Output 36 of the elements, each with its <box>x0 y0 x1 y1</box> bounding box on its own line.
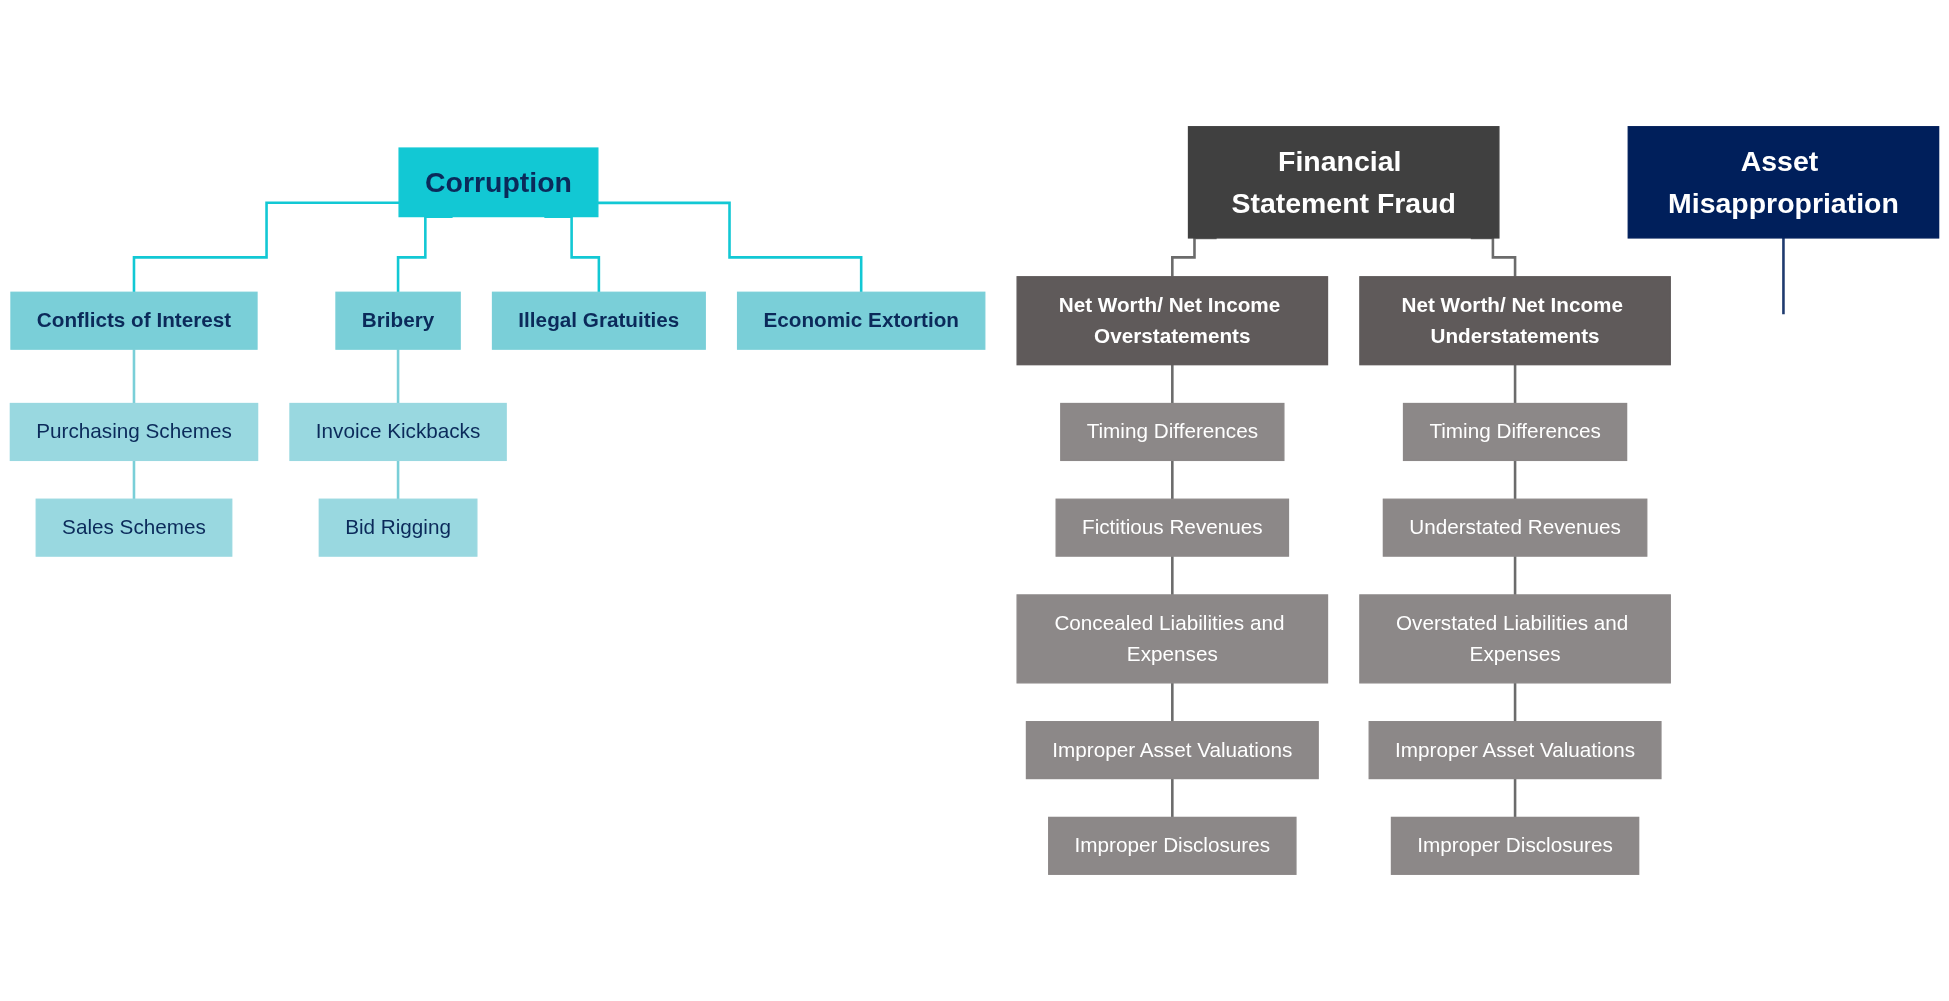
connector <box>1513 777 1517 819</box>
connector <box>1513 363 1517 405</box>
connector <box>1171 363 1174 405</box>
node-box: Conflicts of Interest <box>10 291 258 350</box>
node-box: Illegal Gratuities <box>491 291 706 350</box>
node-box: Improper Asset Valuations <box>1025 721 1319 780</box>
node-box: Purchasing Schemes <box>9 402 259 462</box>
node-box: Asset Misappropriation <box>1627 126 1940 239</box>
node-box: Net Worth/ Net Income Overstatements <box>1016 276 1329 366</box>
connector <box>597 201 863 294</box>
node-box: Fictitious Revenues <box>1055 498 1290 557</box>
node-box: Economic Extortion <box>736 291 986 350</box>
node-box: Bribery <box>335 291 461 350</box>
node-box: Improper Disclosures <box>1390 816 1640 875</box>
node-box: Improper Asset Valuations <box>1368 721 1662 780</box>
node-box: Net Worth/ Net Income Understatements <box>1359 276 1671 366</box>
node-box: Financial Statement Fraud <box>1187 126 1500 239</box>
connector <box>1171 777 1174 819</box>
connector <box>396 459 400 501</box>
connector <box>1782 236 1785 316</box>
node-box: Timing Differences <box>1402 402 1628 462</box>
node-box: Timing Differences <box>1060 402 1285 462</box>
node-box: Concealed Liabilities and Expenses <box>1016 594 1329 684</box>
connector <box>132 459 136 501</box>
node-box: Invoice Kickbacks <box>289 402 507 462</box>
node-box: Sales Schemes <box>35 498 233 557</box>
connector <box>1171 681 1174 723</box>
connector <box>1171 459 1174 501</box>
connector <box>1513 681 1517 723</box>
connector <box>132 201 400 294</box>
node-box: Bid Rigging <box>318 498 478 557</box>
connector <box>1513 459 1517 501</box>
node-box: Overstated Liabilities and Expenses <box>1359 594 1671 684</box>
node-box: Understated Revenues <box>1382 498 1648 557</box>
node-box: Improper Disclosures <box>1048 816 1297 875</box>
node-box: Corruption <box>398 147 599 218</box>
